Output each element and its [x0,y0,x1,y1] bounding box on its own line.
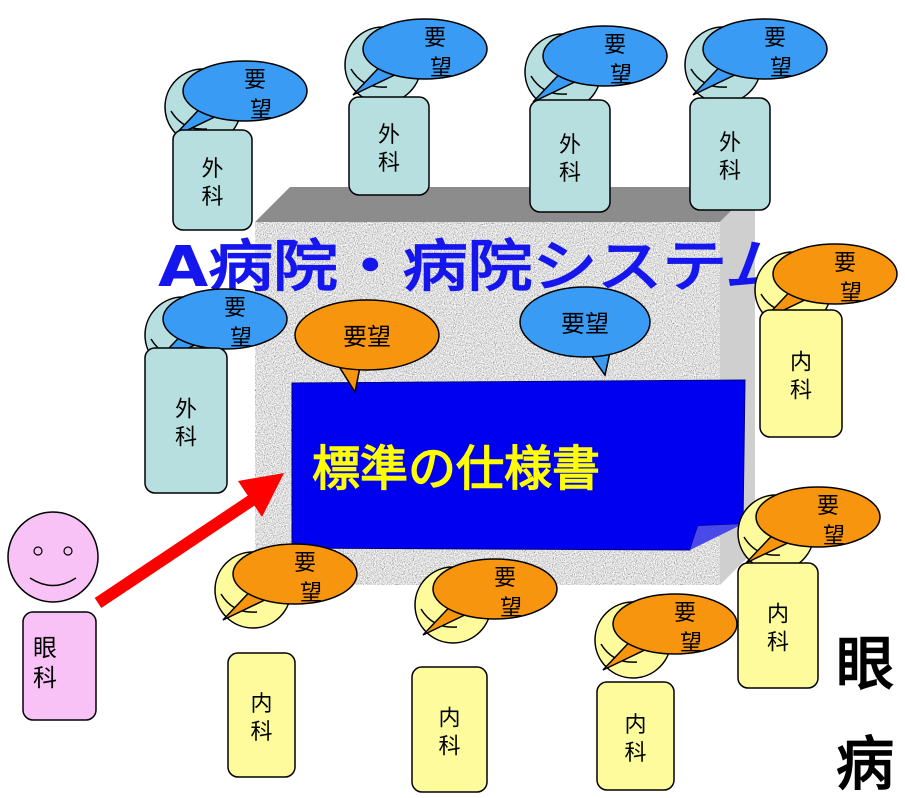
speech-bubble [362,18,488,80]
arrow [94,473,284,608]
surgery-body [529,99,611,213]
dept-label-char-2: 科 [201,185,223,210]
request-char-2: 望 [500,596,522,621]
speech-bubble [432,558,558,620]
request-char-1: 要 [244,68,266,93]
request-char-2: 望 [770,56,792,81]
request-char-1: 要 [604,33,626,58]
request-char-2: 望 [300,581,322,606]
eye-smile-icon [29,577,77,587]
dept-label-char-2: 科 [767,631,789,656]
dept-label-char-2: 科 [719,159,741,184]
speech-bubble [772,243,898,305]
request-char-1: 要 [494,566,516,591]
internal-body [737,562,819,689]
speech-bubble [182,60,308,122]
dept-label-char-2: 科 [378,151,400,176]
eye-body [22,611,97,721]
dept-label-char-2: 科 [624,741,646,766]
request-char-2: 望 [250,98,272,123]
request-char-1: 要 [424,26,446,51]
spec-fold [690,524,743,550]
speech-bubble [755,486,881,548]
system-block-top [255,187,755,222]
internal-body [411,666,488,793]
request-char-1: 要 [674,601,696,626]
eye-label-char-1: 眼 [33,634,57,662]
internal-body [227,652,296,778]
eye-head [7,511,99,603]
dept-label-char-2: 科 [438,735,460,760]
request-char-2: 望 [680,631,702,656]
request-char-1: 要 [817,494,839,519]
speech-bubble [232,543,358,605]
dept-label-char-1: 外 [175,398,197,423]
bottom-text-line-1: 眼 [836,630,895,698]
svg-text:要望: 要望 [343,323,391,351]
dept-label-char-1: 内 [624,713,646,738]
eye-label-char-2: 科 [33,664,57,692]
request-char-1: 要 [764,26,786,51]
dept-label-char-2: 科 [175,426,197,451]
request-char-2: 望 [230,326,252,351]
speech-bubble [612,593,738,655]
top-request-bubble-blue: 要望 [519,286,651,377]
dept-label-char-1: 外 [559,133,581,158]
person-eye: 眼 科 [7,511,99,721]
dept-label-char-1: 内 [250,692,272,717]
request-char-2: 望 [430,56,452,81]
dept-label-char-1: 外 [378,123,400,148]
arrow-shaft [94,491,262,608]
dept-label-char-1: 外 [719,131,741,156]
spec-label: 標準の仕様書 [312,441,600,497]
system-title: A病院・病院システム [158,235,790,300]
svg-text:要望: 要望 [561,310,609,338]
bottom-text-line-2: 病 [836,730,895,798]
surgery-body [144,347,228,494]
dept-label-char-2: 科 [559,161,581,186]
dept-label-char-1: 外 [201,157,223,182]
speech-bubble [162,288,288,350]
surgery-body [348,96,430,196]
eye-right-eye-icon [63,546,73,556]
dept-label-char-1: 内 [790,351,812,376]
internal-body [596,681,675,791]
request-char-2: 望 [840,281,862,306]
dept-label-char-1: 内 [438,707,460,732]
speech-bubble [542,25,668,87]
top-request-bubble-orange: 要望 [294,299,440,394]
speech-bubble [702,18,828,80]
request-char-2: 望 [823,524,845,549]
dept-label-char-2: 科 [250,720,272,745]
request-char-1: 要 [834,251,856,276]
request-char-1: 要 [294,551,316,576]
request-char-1: 要 [224,296,246,321]
spec-document: 標準の仕様書 [291,379,746,551]
request-char-2: 望 [610,63,632,88]
dept-label-char-1: 内 [767,603,789,628]
internal-body [759,309,843,438]
arrow-head [238,473,284,517]
eye-left-eye-icon [33,546,43,556]
surgery-body [689,97,771,211]
dept-label-char-2: 科 [790,379,812,404]
surgery-body [172,129,253,231]
